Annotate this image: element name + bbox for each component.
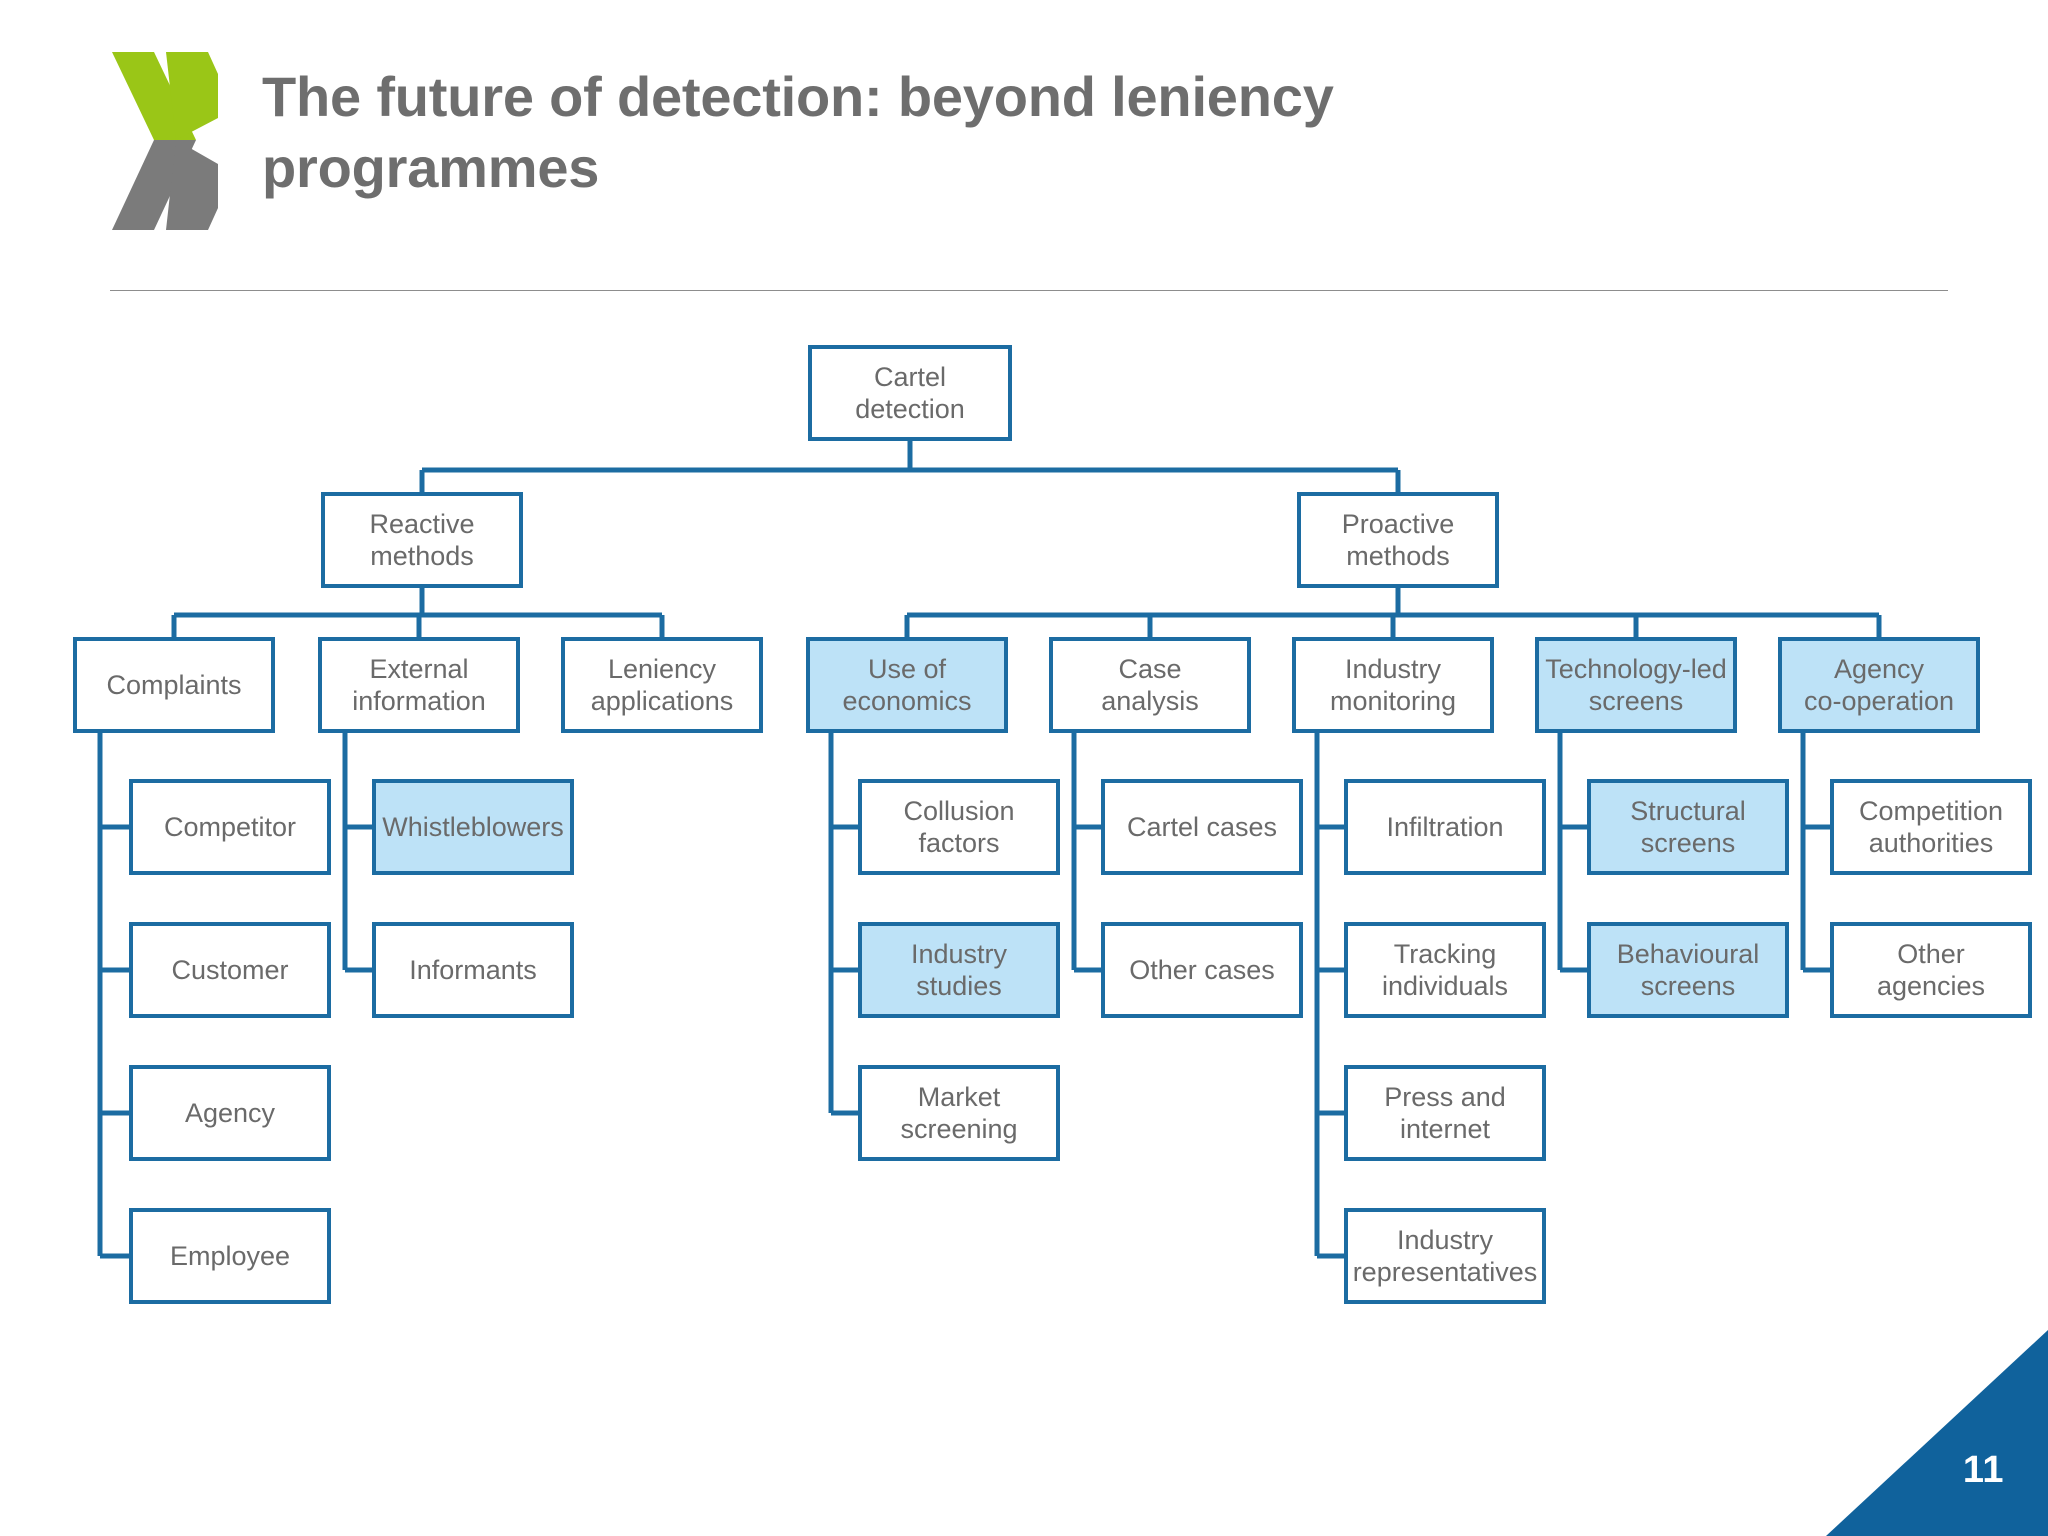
node-employee[interactable]: Employee	[129, 1208, 331, 1304]
double-chevron-logo	[108, 52, 218, 230]
node-infiltration[interactable]: Infiltration	[1344, 779, 1546, 875]
node-label: Employee	[169, 1240, 291, 1271]
node-label: Customer	[171, 954, 289, 985]
node-label: Competitor	[163, 811, 297, 842]
corner-decoration	[1778, 1330, 2048, 1536]
node-label: Agency	[184, 1097, 276, 1128]
node-customer[interactable]: Customer	[129, 922, 331, 1018]
node-cartel-cases[interactable]: Cartel cases	[1101, 779, 1303, 875]
node-informants[interactable]: Informants	[372, 922, 574, 1018]
node-agency[interactable]: Agency	[129, 1065, 331, 1161]
page-title: The future of detection: beyond leniency…	[262, 65, 1334, 199]
node-label: Complaints	[106, 669, 242, 700]
node-label: Other cases	[1129, 954, 1275, 985]
title-divider	[110, 290, 1948, 291]
node-label: Infiltration	[1386, 811, 1504, 842]
node-label: Informants	[409, 954, 537, 985]
page-number: 11	[1962, 1449, 2004, 1491]
node-competitor[interactable]: Competitor	[129, 779, 331, 875]
node-whistleblowers[interactable]: Whistleblowers	[372, 779, 574, 875]
node-other-cases[interactable]: Other cases	[1101, 922, 1303, 1018]
node-complaints[interactable]: Complaints	[73, 637, 275, 733]
node-label: Cartel cases	[1126, 811, 1278, 842]
node-label: Whistleblowers	[382, 811, 564, 842]
